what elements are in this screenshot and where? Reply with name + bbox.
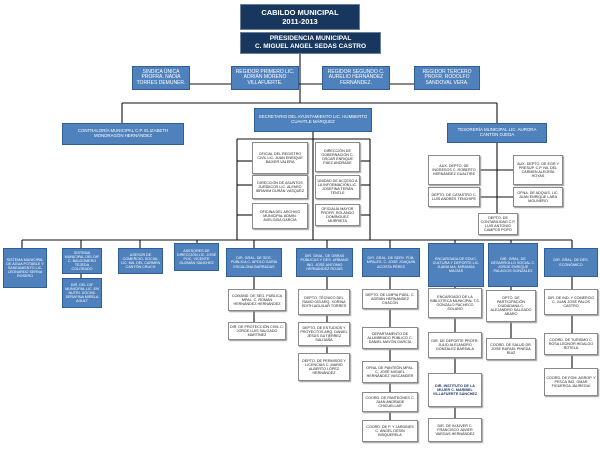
dir-educacion-cultura: ENCARGADA DE EDUC. CULTURA Y DEPORTE LIC… xyxy=(428,243,484,287)
serv-panteon-mpal: OFNA. DE PANTEÓN MPAL. C. JOSÉ MIGUEL HE… xyxy=(362,361,418,383)
tes-egresos: AUX. DEPTO. DE EGR Y PRESUP. C.P. NIL DE… xyxy=(513,155,563,185)
unit-gobernacion: DIRECCIÓN DE GOBERNACIÓN C. OSCAR ENRIQU… xyxy=(315,142,360,172)
dir-desarrollo-social: DIR. GRAL. DE DESARROLLO SOCIAL C. JORGE… xyxy=(488,243,538,287)
des-salud: COORD. DE SALUD DR. JOSÉ RAFAEL PINEDA R… xyxy=(486,338,536,360)
seg-proteccion-civil: DIR. DE PROTECCIÓN CIVIL C. JORGE LUIS S… xyxy=(228,322,286,340)
edu-biblioteca: ENCARGADO DE LA BIBLIOTECA MUNICIPAL T.S… xyxy=(428,288,482,318)
cabildo-years: 2011-2013 xyxy=(282,17,318,26)
council-member-3: REGIDOR SEGUNDO C. AURELIO HERNÁNDEZ FER… xyxy=(322,66,390,90)
obras-tecnico: DEPTO. TÉCNICO DEL RAMO 033 ARQ. XORINA … xyxy=(298,289,350,315)
cabildo-title-box: CABILDO MUNICIPAL 2011-2013 xyxy=(240,4,360,30)
president-name: C. MIGUEL ANGEL SEDAS CASTRO xyxy=(254,43,367,50)
tes-adquisiciones: OFNA. DE ADQUIS. LIC. JUAN ENRIQUE LARA … xyxy=(513,187,563,207)
eco-fomento-agropecuario: COORD. DE FOM. AGROP. Y PESCA ING. OMAR … xyxy=(544,368,598,396)
tes-catastro: DEPTO. DE CATASTRO C. LUIS ANDRÉS TENCHI… xyxy=(428,187,480,207)
unit-acceso-informacion: UNIDAD DE ACCESO A LA INFORMACIÓN LIC. J… xyxy=(315,175,360,199)
unit-asuntos-juridicos: DIRECCIÓN DE ASUNTOS JURÍDICOS LIC. ALFA… xyxy=(252,175,308,199)
obras-estudios: DEPTO. DE ESTUDIOS Y PROYECTOS ARQ. DANI… xyxy=(298,322,350,346)
unit-registro-civil: OFICIAL DEL REGISTRO CIVIL LIC. JUAN ENR… xyxy=(252,142,308,174)
unit-oficialia-mayor: OFICIALÍA MAYOR PROFR. ROLANDO DOMÍNGUEZ… xyxy=(315,204,360,226)
cabildo-title: CABILDO MUNICIPAL xyxy=(261,8,339,17)
dif-director: DIR. DEL DIF MUNICIPAL LIC. EN NUTRI. XÓ… xyxy=(62,278,102,308)
obras-permisos: DEPTO. DE PERMISOS Y LICENCIAS C. MARIO … xyxy=(298,353,350,381)
dir-servicios-publicos: DIR. GRAL. DE SERV. PÚB. MPALES. C. JOSÉ… xyxy=(362,248,420,277)
dir-seguridad-publica: DIR. GRAL. DE SEG. PÚBLICA C. APOLO GARÍ… xyxy=(226,248,282,277)
serv-alumbrado: DEPARTAMENTO DE ALUMBRADO PÚBLICO C. DAN… xyxy=(362,327,418,349)
des-participacion: DPTO. DE PARTICIPACIÓN CIUDADANA C. ALEJ… xyxy=(486,290,536,322)
tes-contabilidad: DEPTO. DE CONTABILIDAD C.P. LUIS ANTONIO… xyxy=(478,213,518,235)
edu-instituto-mujer: DIR. INSTITUTO DE LA MUJER C. MARIBEL VI… xyxy=(428,373,482,407)
dir-desarrollo-economico: DIR. GRAL. DE DES. ECONÓMICO xyxy=(544,248,598,277)
dir-obras-publicas: DIR. GRAL. DE OBRAS PÚBLICAS Y DES. URBA… xyxy=(296,248,353,277)
edu-injuver: DIR. DE INJUVER C. FRANCISCO JAVIER VARG… xyxy=(428,418,482,442)
dir-comercio-social: ASESOR DE COMERCIO, SOCIAL LIC. MA. DEL … xyxy=(118,248,163,274)
seg-comandancia: COMAND. DE SEG. PÚBLICA MPAL. C. ROMÁN H… xyxy=(228,289,286,311)
contraloria-box: CONTRALORÍA MUNICIPAL C.P. ELIZABETH MON… xyxy=(62,123,184,145)
serv-coord-panteones: COORD. DE PANTEONES C. JUAN ANDRADE CHIC… xyxy=(362,392,418,412)
presidency-title: PRESIDENCIA MUNICIPAL xyxy=(269,35,352,43)
edu-deporte: DIR. DE DEPORTE PROFR. JULIO ALEJANDRO G… xyxy=(428,332,482,358)
council-member-4: REGIDOR TERCERO PROFR. RODOLFO SANDOVAL … xyxy=(414,66,480,90)
council-member-1: SINDICA ÚNICA PROFRA. NADIA TORRES DEMUN… xyxy=(132,66,190,90)
tesoreria-box: TESORERÍA MUNICIPAL LIC. AURORA CANTÓN O… xyxy=(447,123,547,143)
secretary-box: SECRETARIO DEL AYUNTAMIENTO LIC. HUMBERT… xyxy=(254,108,372,132)
eco-industria-comercio: DIR. DE IND. Y COMERCIO C. JUAN JOSÉ PAL… xyxy=(544,289,598,315)
presidency-box: PRESIDENCIA MUNICIPAL C. MIGUEL ANGEL SE… xyxy=(240,32,381,54)
dir-agua-potable: SISTEMA MUNICIPAL DE AGUA POTABLE Y SANE… xyxy=(3,248,47,288)
eco-turismo: COORD. DE TURISMO C. ROSA LEONOR HIDALGO… xyxy=(544,333,598,355)
serv-parques-jardines: COORD. DE P. Y JARDINES C. ÁNGEL DESIN B… xyxy=(362,420,418,442)
unit-archivo: OFICINA DEL ARCHIVO MUNICIPAL ADMIN. AVE… xyxy=(252,203,308,229)
serv-limpia: DEPTO. DE LIMPIA PÚBL. C. ADRIÁN HERNÁND… xyxy=(362,289,418,309)
council-member-2: REGIDOR PRIMERO LIC. ADRIÁN MORENO VILLA… xyxy=(231,66,299,90)
dir-dif: SISTEMA MUNICIPAL DEL DIF C. BALDOMERO T… xyxy=(62,248,102,274)
tes-ingresos: AUX. DEPTO. DE INGRESOS C. ROBERTO HERNÁ… xyxy=(428,155,480,185)
dir-asesores: ASESORES DE DIRECCIÓN LIC. JOSÉ POC. VIC… xyxy=(174,243,219,271)
